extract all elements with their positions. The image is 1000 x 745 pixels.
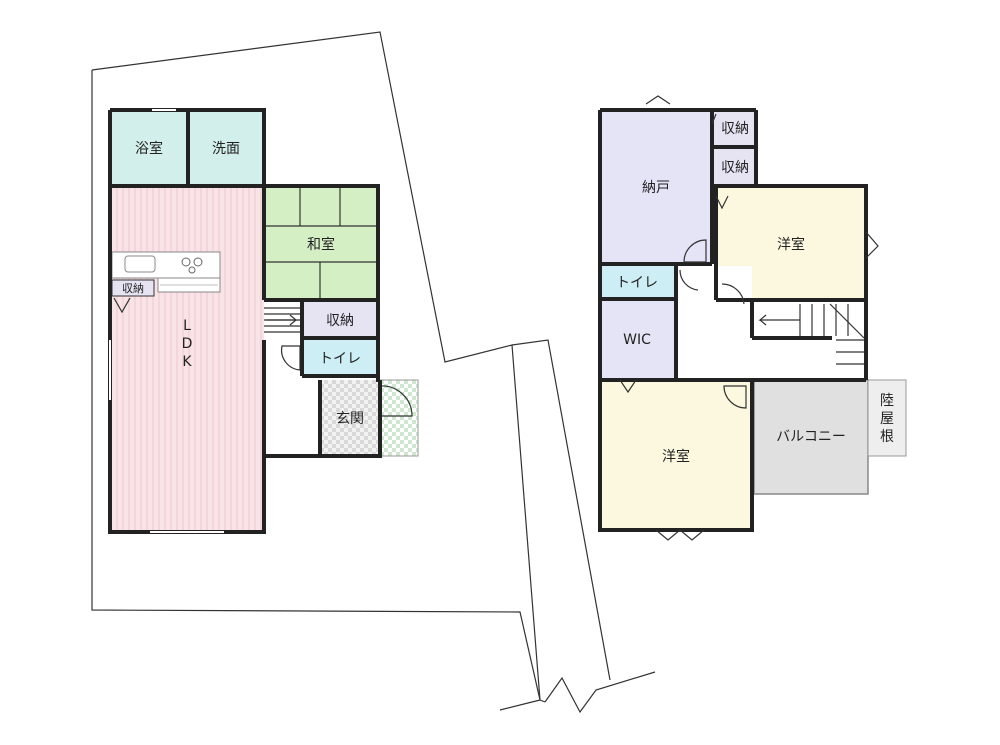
site-boundary-bottom bbox=[91, 70, 541, 701]
hall-1f bbox=[264, 376, 322, 456]
bath-room bbox=[110, 110, 188, 186]
porch bbox=[379, 379, 419, 457]
storage-1f-label: 収納 bbox=[326, 313, 354, 329]
western-room-1-label: 洋室 bbox=[777, 236, 805, 253]
floor-1 bbox=[108, 108, 419, 534]
entrance-label: 玄関 bbox=[336, 410, 364, 427]
wic-label: WIC bbox=[623, 332, 651, 348]
wic bbox=[600, 300, 674, 378]
entrance bbox=[322, 380, 378, 456]
site-boundary bbox=[91, 31, 541, 711]
flat-roof-label-1: 陸 bbox=[880, 393, 894, 409]
bath-label: 浴室 bbox=[135, 140, 163, 157]
sink-icon bbox=[124, 255, 156, 273]
japanese-room-label: 和室 bbox=[307, 236, 335, 253]
washroom-label: 洗面 bbox=[212, 141, 240, 157]
storage-2f-2 bbox=[714, 148, 754, 184]
stair-arrow-icon bbox=[266, 314, 298, 326]
japanese-room bbox=[264, 186, 378, 300]
western-room-2-label: 洋室 bbox=[662, 448, 690, 465]
toilet-1f bbox=[302, 340, 378, 376]
storeroom-label: 納戸 bbox=[642, 180, 670, 196]
western-room-2 bbox=[600, 380, 752, 530]
balcony bbox=[753, 379, 869, 495]
storage-2f-1-label: 収納 bbox=[721, 121, 749, 137]
stove-icon bbox=[181, 257, 191, 267]
stair-arrow-2f-icon bbox=[758, 314, 800, 326]
flat-roof-label-2: 屋 bbox=[880, 411, 894, 427]
washroom bbox=[188, 110, 264, 186]
storage-2f-2-label: 収納 bbox=[721, 160, 749, 176]
site-boundary-right bbox=[511, 339, 611, 681]
ldk-label-k: K bbox=[182, 354, 192, 370]
ldk-label-l: L bbox=[183, 318, 191, 334]
storage-1f bbox=[302, 302, 378, 338]
floor-2 bbox=[598, 95, 907, 541]
ldk-room bbox=[110, 186, 264, 532]
kitchen-storage-label: 収納 bbox=[122, 282, 144, 295]
toilet-1f-label: トイレ bbox=[319, 351, 361, 367]
flat-roof bbox=[867, 379, 907, 457]
storage-2f-1 bbox=[714, 110, 754, 146]
toilet-2f bbox=[600, 266, 674, 298]
balcony-label: バルコニー bbox=[776, 429, 846, 445]
toilet-2f-label: トイレ bbox=[616, 275, 658, 291]
ldk-label-d: D bbox=[182, 336, 193, 352]
storeroom bbox=[600, 110, 712, 264]
break-line-icon bbox=[544, 671, 656, 714]
flat-roof-label-3: 根 bbox=[880, 429, 894, 445]
